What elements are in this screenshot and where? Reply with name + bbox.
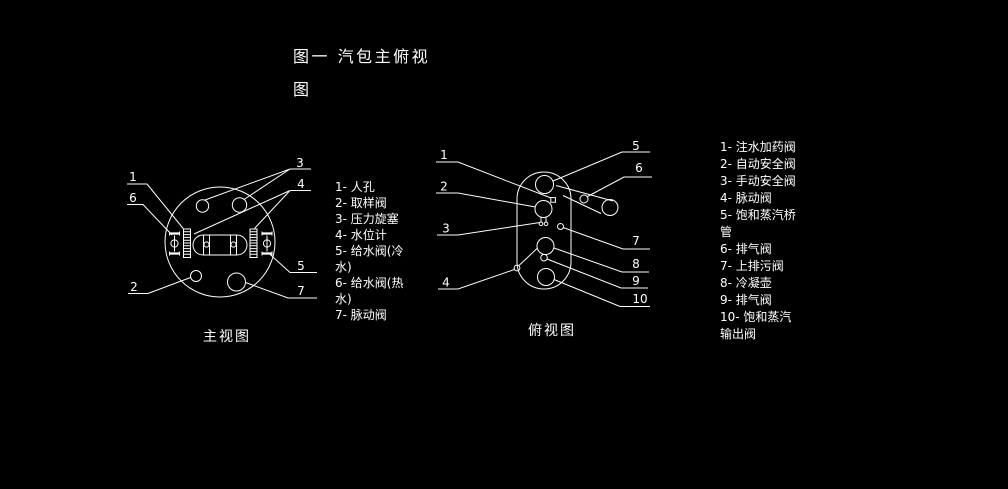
callout-number-3: 3 [442, 222, 450, 236]
leader-line-1 [436, 162, 551, 198]
flange-left-hatch [184, 232, 191, 254]
leg-tip-left-circle [539, 222, 543, 226]
gauge-bolt-left-circle [204, 242, 209, 247]
arm-small-circle [580, 195, 588, 203]
callout-number-4: 4 [297, 177, 305, 191]
figure-title: 图一 汽包主俯视 图 [293, 47, 431, 99]
leg-tip-right-circle [544, 222, 548, 226]
callout-number-7: 7 [297, 284, 305, 298]
flange-right-hatch [250, 232, 257, 254]
top-view-drawing: 1 2 3 4 5 6 7 8 9 10 [436, 139, 652, 307]
legend-item: 4- 水位计 [335, 228, 387, 242]
callout-number-4: 4 [442, 276, 450, 290]
top-nozzle-left-circle [196, 200, 208, 212]
main-view-label: 主视图 [203, 329, 251, 345]
bottom-nozzle-right-circle [228, 273, 246, 291]
leader-line-3 [205, 169, 311, 200]
top-nozzle-right-circle [232, 198, 246, 212]
leader-line-6 [127, 205, 172, 236]
edge-port-circle [514, 265, 520, 271]
legend-item: 10- 饱和蒸汽 输出阀 [720, 310, 792, 341]
leader-line-5 [553, 152, 650, 181]
leader-line-8 [554, 248, 649, 272]
valve-symbol-left [169, 232, 180, 256]
legend-item: 7- 上排污阀 [720, 259, 784, 273]
callout-number-3: 3 [296, 156, 304, 170]
vent-port-circle [541, 254, 548, 261]
safety-valve-legs [541, 217, 546, 222]
callout-number-2: 2 [130, 280, 138, 294]
bottom-nozzle-left-circle [191, 271, 202, 282]
leader-line-2 [128, 278, 191, 294]
callout-number-1: 1 [129, 170, 137, 184]
top-view-legend: 1- 注水加药阀 2- 自动安全阀 3- 手动安全阀 4- 脉动阀 5- 饱和蒸… [720, 139, 830, 343]
callout-number-6: 6 [129, 191, 137, 205]
main-view-drawing: 1 6 2 3 4 5 7 [127, 156, 317, 298]
callout-number-1: 1 [440, 148, 448, 162]
leader-line-7 [246, 283, 318, 299]
leader-line-4 [438, 249, 537, 290]
legend-item: 6- 排气阀 [720, 242, 772, 256]
main-view-legend: 1- 人孔 2- 取样阀 3- 压力旋塞 4- 水位计 5- 给水阀(冷 水) … [335, 179, 445, 323]
callout-number-7: 7 [632, 234, 640, 248]
legend-item: 1- 注水加药阀 [720, 140, 796, 154]
legend-item: 2- 自动安全阀 [720, 157, 796, 171]
legend-item: 1- 人孔 [335, 180, 375, 194]
legend-item: 4- 脉动阀 [720, 191, 772, 205]
top-view-callouts: 1 2 3 4 5 6 7 8 9 10 [436, 139, 652, 307]
legend-item: 3- 手动安全阀 [720, 174, 796, 188]
callout-number-5: 5 [297, 259, 305, 273]
leader-line-5 [268, 253, 317, 273]
drum-outline-capsule [517, 172, 571, 289]
callout-number-8: 8 [632, 257, 640, 271]
leader-line-1 [127, 184, 184, 230]
gauge-bolt-right-circle [231, 242, 236, 247]
water-level-gauge [193, 235, 247, 255]
main-view-callouts: 1 6 2 3 4 5 7 [127, 156, 317, 298]
legend-item: 5- 给水阀(冷 水) [335, 244, 404, 274]
legend-item: 5- 饱和蒸汽桥 管 [720, 208, 796, 239]
legend-item: 6- 给水阀(热 水) [335, 276, 404, 306]
arm-end-circle [602, 200, 618, 216]
callout-number-6: 6 [635, 161, 643, 175]
leader-line-10 [554, 280, 650, 307]
callout-number-5: 5 [632, 139, 640, 153]
safety-valve-circle [535, 201, 552, 218]
callout-number-9: 9 [632, 274, 640, 288]
legend-item: 9- 排气阀 [720, 293, 772, 307]
middle-port-circle [537, 238, 554, 255]
leader-line-9 [547, 259, 648, 288]
injection-port-square [551, 198, 556, 203]
legend-item: 7- 脉动阀 [335, 308, 387, 322]
drum-shell-circle [165, 187, 275, 297]
legend-item: 3- 压力旋塞 [335, 212, 399, 226]
leader-line-2 [436, 193, 536, 207]
blowdown-port-circle [558, 224, 564, 230]
legend-item: 2- 取样阀 [335, 196, 387, 210]
leader-line-6 [588, 177, 653, 197]
legend-item: 8- 冷凝壶 [720, 276, 772, 290]
steam-outlet-circle [538, 269, 555, 286]
leader-line-4 [194, 191, 311, 235]
callout-number-2: 2 [440, 180, 448, 194]
valve-symbol-right [262, 232, 273, 256]
leader-line-3 [437, 223, 540, 236]
top-view-label: 俯视图 [528, 323, 576, 339]
exhaust-arm [556, 186, 618, 216]
callout-number-10: 10 [632, 292, 647, 306]
top-port-circle [536, 176, 554, 194]
leader-line-7 [563, 228, 650, 250]
gauge-bolt-lines [204, 236, 237, 255]
